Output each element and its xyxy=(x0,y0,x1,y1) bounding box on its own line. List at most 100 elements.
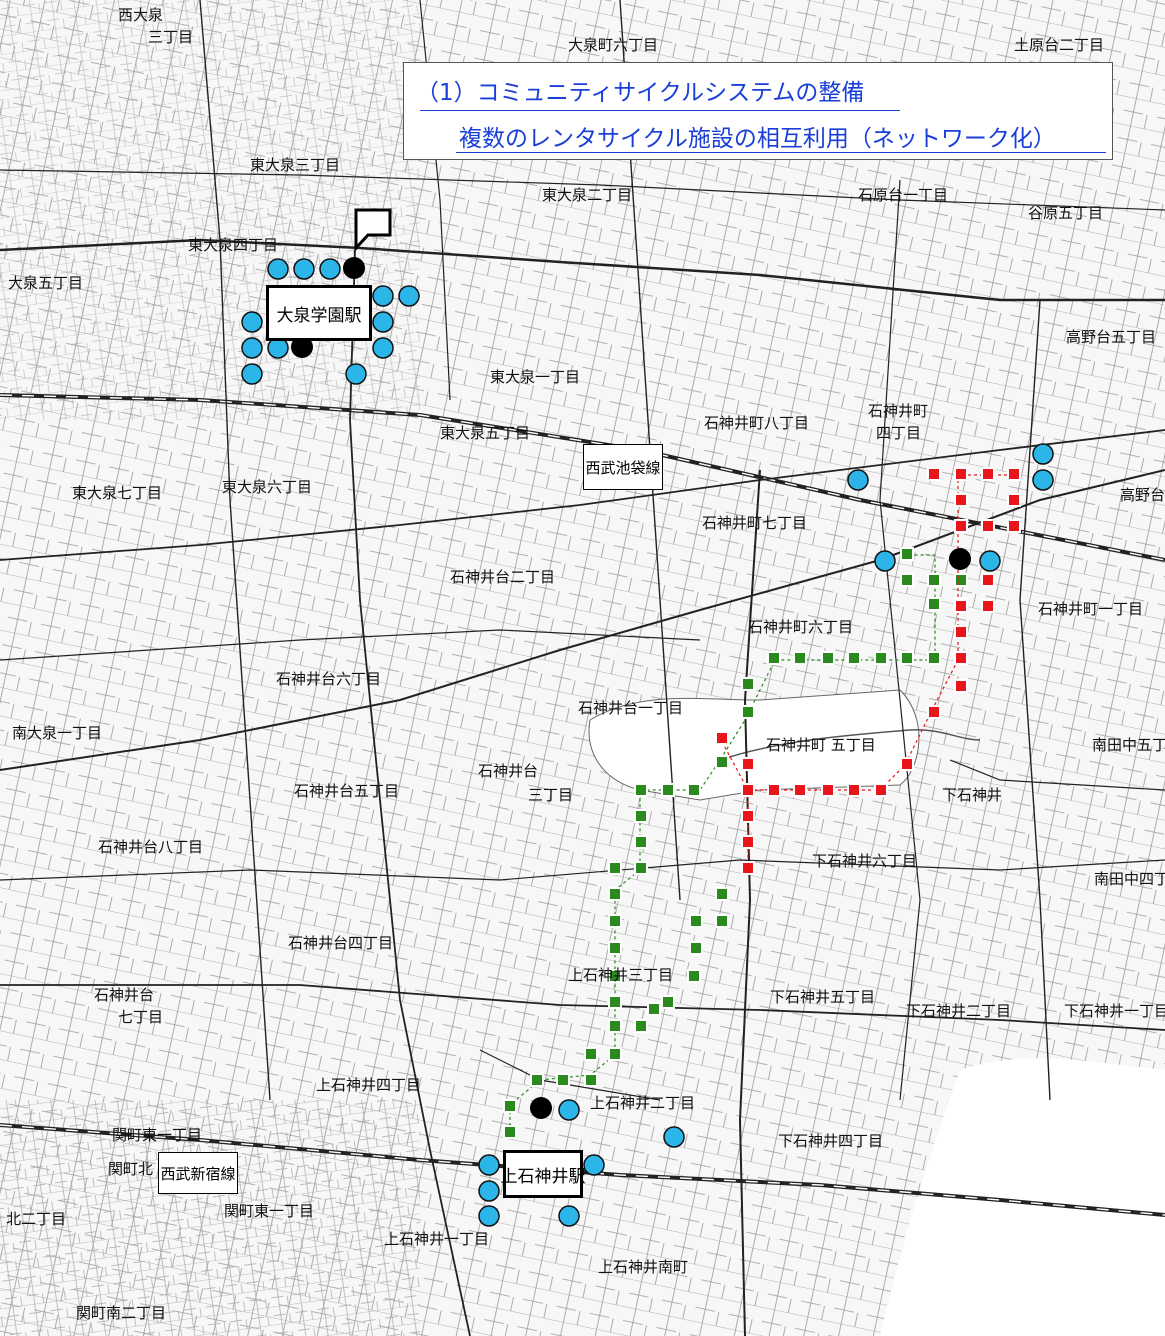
green-marker xyxy=(689,941,703,955)
red-marker xyxy=(954,493,968,507)
black-marker xyxy=(949,548,971,570)
place-label: 三丁目 xyxy=(528,786,573,804)
place-label: 石神井台八丁目 xyxy=(98,838,203,856)
red-marker xyxy=(981,519,995,533)
seibu-ikebukuro-line-label: 西武池袋線 xyxy=(583,444,663,490)
seibu-shinjuku-line-label: 西武新宿線 xyxy=(158,1152,238,1194)
place-label: 下石神井二丁目 xyxy=(906,1002,1011,1020)
blue-marker xyxy=(267,337,289,359)
place-label: 上石神井一丁目 xyxy=(384,1230,489,1248)
black-marker xyxy=(291,336,313,358)
red-markers xyxy=(715,467,1021,875)
place-label: 下石神井六丁目 xyxy=(812,852,917,870)
green-marker xyxy=(503,1099,517,1113)
green-marker xyxy=(900,547,914,561)
green-marker xyxy=(661,783,675,797)
green-marker xyxy=(584,1047,598,1061)
green-marker xyxy=(634,835,648,849)
green-marker xyxy=(608,995,622,1009)
green-marker xyxy=(874,651,888,665)
green-marker xyxy=(634,809,648,823)
blue-marker xyxy=(372,337,394,359)
green-marker xyxy=(900,651,914,665)
green-marker xyxy=(687,783,701,797)
blue-marker xyxy=(372,311,394,333)
place-label: 石神井町六丁目 xyxy=(748,618,853,636)
place-label: 東大泉四丁目 xyxy=(188,236,278,254)
blue-marker xyxy=(1032,469,1054,491)
blue-marker xyxy=(979,550,1001,572)
red-marker xyxy=(847,783,861,797)
place-label: 上石神井四丁目 xyxy=(316,1076,421,1094)
blue-marker xyxy=(847,469,869,491)
red-marker xyxy=(981,467,995,481)
blue-marker xyxy=(398,285,420,307)
green-marker xyxy=(556,1073,570,1087)
title-underline-1 xyxy=(420,110,900,111)
blue-marker xyxy=(1032,443,1054,465)
place-label: 七丁目 xyxy=(118,1008,163,1026)
place-label: 石原台一丁目 xyxy=(858,186,948,204)
place-label: 東大泉一丁目 xyxy=(490,368,580,386)
green-marker xyxy=(793,651,807,665)
green-marker xyxy=(689,914,703,928)
place-label: 石神井台 xyxy=(478,762,538,780)
red-marker xyxy=(954,625,968,639)
arrow-icon xyxy=(354,208,392,252)
green-marker xyxy=(715,914,729,928)
blue-marker xyxy=(267,258,289,280)
blue-marker xyxy=(241,311,263,333)
red-marker xyxy=(767,783,781,797)
red-marker xyxy=(927,467,941,481)
place-label: 南田中五丁目 xyxy=(1092,736,1165,754)
kamishakujii-station: 上石神井駅 xyxy=(501,1150,586,1198)
title-underline-2 xyxy=(456,152,1106,153)
blue-marker xyxy=(558,1099,580,1121)
place-label: 東大泉五丁目 xyxy=(440,424,530,442)
black-marker xyxy=(530,1097,552,1119)
green-marker xyxy=(661,995,675,1009)
place-label: 三丁目 xyxy=(148,28,193,46)
place-label: 石神井町七丁目 xyxy=(702,514,807,532)
green-marker xyxy=(715,755,729,769)
green-marker xyxy=(927,597,941,611)
place-label: 下石神井四丁目 xyxy=(778,1132,883,1150)
place-label: 大泉五丁目 xyxy=(8,274,83,292)
place-label: 南田中四丁目 xyxy=(1094,870,1165,888)
place-label: 高野台 xyxy=(1120,486,1165,504)
red-marker xyxy=(927,705,941,719)
green-marker xyxy=(821,651,835,665)
place-label: 石神井町一丁目 xyxy=(1038,600,1143,618)
place-label: 東大泉三丁目 xyxy=(250,156,340,174)
red-marker xyxy=(741,757,755,771)
red-marker xyxy=(1007,493,1021,507)
place-label: 四丁目 xyxy=(876,424,921,442)
place-label: 南大泉一丁目 xyxy=(12,724,102,742)
place-label: 関町北 xyxy=(108,1160,153,1178)
green-marker xyxy=(503,1125,517,1139)
green-marker xyxy=(927,651,941,665)
place-label: 西大泉 xyxy=(118,6,163,24)
place-label: 下石神井五丁目 xyxy=(770,988,875,1006)
place-label: 石神井台五丁目 xyxy=(294,782,399,800)
blue-marker xyxy=(874,550,896,572)
red-marker xyxy=(954,679,968,693)
place-label: 石神井町 xyxy=(868,402,928,420)
blank-area xyxy=(880,1058,1165,1336)
place-label: 上石神井三丁目 xyxy=(568,966,673,984)
place-label: 下石神井一丁目 xyxy=(1064,1002,1165,1020)
green-marker xyxy=(647,1002,661,1016)
place-label: 石神井町 五丁目 xyxy=(766,736,876,754)
blue-marker xyxy=(478,1154,500,1176)
red-marker xyxy=(715,731,729,745)
red-marker xyxy=(954,651,968,665)
green-marker xyxy=(634,783,648,797)
oizumi-gakuen-station: 大泉学園駅 xyxy=(266,285,372,341)
blue-marker xyxy=(293,258,315,280)
place-label: 石神井台一丁目 xyxy=(578,699,683,717)
title-box: （1）コミュニティサイクルシステムの整備 複数のレンタサイクル施設の相互利用（ネ… xyxy=(403,62,1113,160)
place-label: 上石神井二丁目 xyxy=(590,1094,695,1112)
green-marker xyxy=(634,861,648,875)
place-label: 高野台五丁目 xyxy=(1066,328,1156,346)
